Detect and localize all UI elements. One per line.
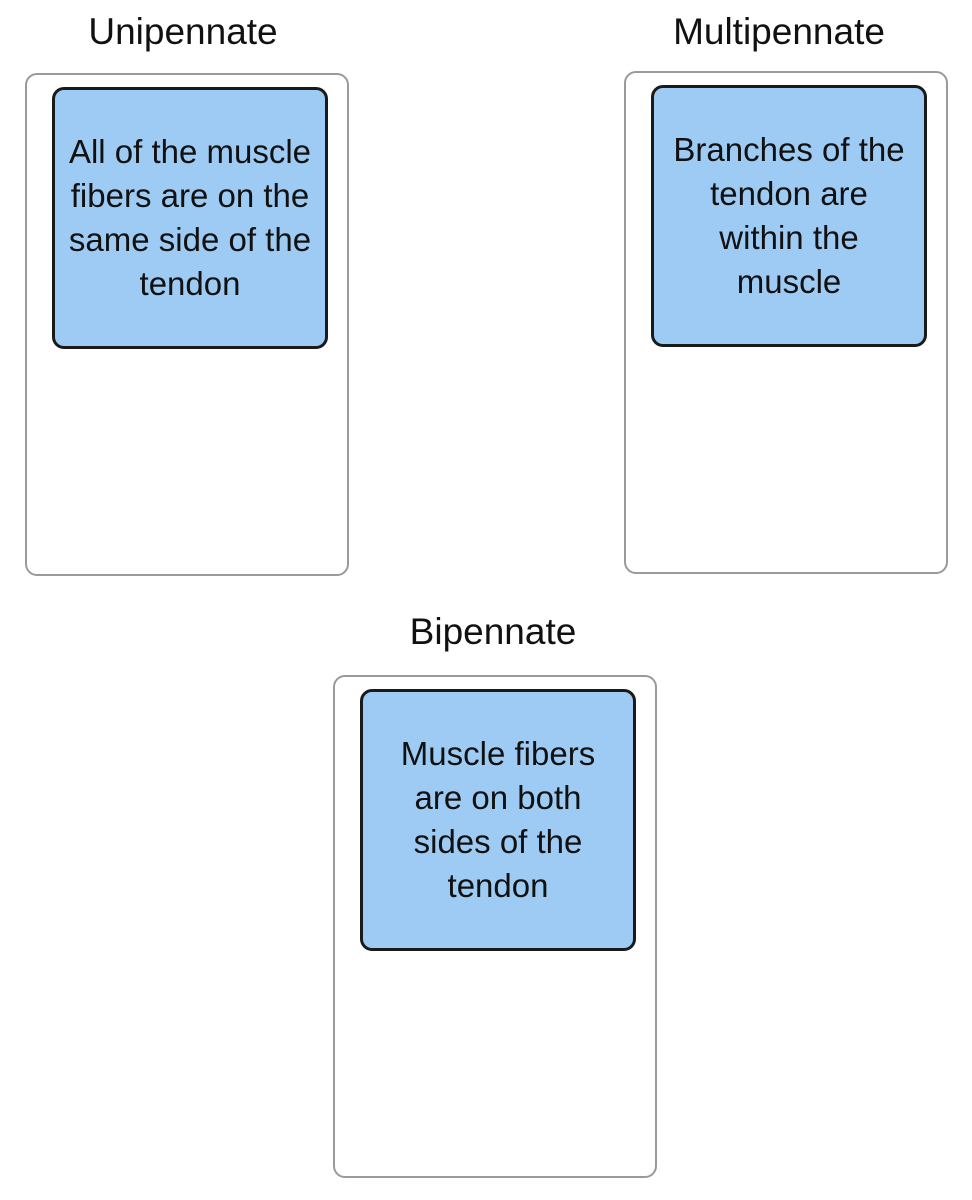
bin-title-unipennate: Unipennate bbox=[88, 11, 278, 52]
draggable-card[interactable]: Muscle fibers are on both sides of the t… bbox=[360, 689, 636, 951]
card-label: Branches of the tendon are within the mu… bbox=[673, 131, 905, 300]
draggable-card[interactable]: All of the muscle fibers are on the same… bbox=[52, 87, 328, 349]
draggable-card[interactable]: Branches of the tendon are within the mu… bbox=[651, 85, 927, 347]
drop-zone-multipennate[interactable]: Branches of the tendon are within the mu… bbox=[624, 71, 948, 574]
bin-title-multipennate: Multipennate bbox=[673, 11, 885, 52]
bin-title-bipennate: Bipennate bbox=[409, 611, 577, 652]
drop-zone-unipennate[interactable]: All of the muscle fibers are on the same… bbox=[25, 73, 349, 576]
card-label: Muscle fibers are on both sides of the t… bbox=[400, 735, 596, 904]
drop-zone-bipennate[interactable]: Muscle fibers are on both sides of the t… bbox=[333, 675, 657, 1178]
card-label: All of the muscle fibers are on the same… bbox=[68, 133, 312, 302]
